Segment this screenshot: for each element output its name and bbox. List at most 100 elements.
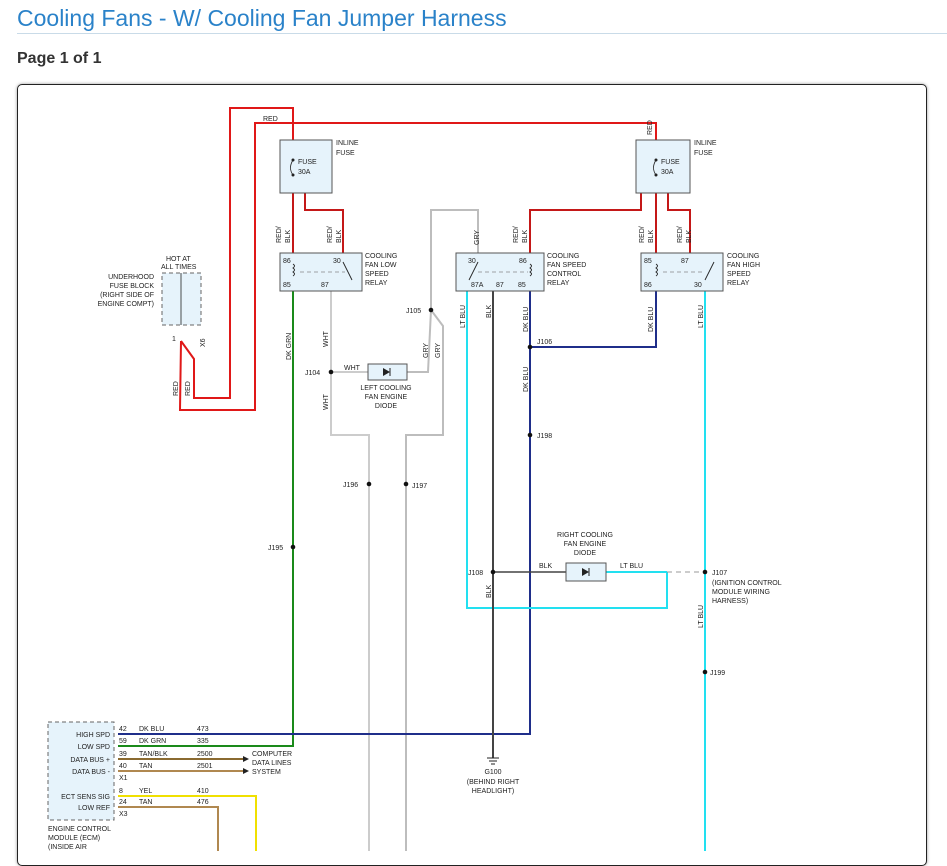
ecm-box: [47, 721, 115, 821]
inline-fuse-left: [279, 139, 333, 194]
wire-label-red-top: RED: [263, 116, 278, 123]
fuse-block-label-1: HOT AT: [166, 256, 191, 263]
ecm-desc-3: (INSIDE AIR: [48, 844, 87, 851]
computer-lines-desc-1: COMPUTER: [252, 751, 292, 758]
fuse-block-desc-4: ENGINE COMPT): [98, 301, 154, 308]
ecm-pin-40: 40: [119, 763, 127, 770]
wire-label-blk-2: BLK: [486, 584, 493, 598]
ecm-pin-39: 39: [119, 751, 127, 758]
ecm-pin-label-high-spd: HIGH SPD: [76, 732, 110, 739]
right-diode-desc-3: DIODE: [574, 550, 597, 557]
relay-low-pin-30: 30: [333, 258, 341, 265]
relay-low-pin-86: 86: [283, 258, 291, 265]
ecm-circuit-2500: 2500: [197, 751, 213, 758]
splice-j195: [290, 544, 296, 550]
right-diode-desc-1: RIGHT COOLING: [557, 532, 613, 539]
fuse-left-desc-1: INLINE: [336, 140, 359, 147]
wire-label-red-fb-1: RED: [173, 381, 180, 396]
wire-red-blk-ctrl: [529, 190, 642, 253]
ecm-wire-color-40: TAN: [139, 763, 152, 770]
wire-dk-blu-a: [118, 290, 531, 735]
fuse-left-label: FUSE: [298, 159, 317, 166]
fuse-right-desc-2: FUSE: [694, 150, 713, 157]
splice-j196: [366, 481, 372, 487]
wire-label-ltblu-1: LT BLU: [460, 305, 467, 328]
wire-label-redblk-2b: BLK: [336, 229, 343, 243]
splice-j105: [428, 307, 434, 313]
arrow-data-minus: [243, 768, 249, 774]
ecm-circuit-2501: 2501: [197, 763, 213, 770]
wire-label-dkgrn: DK GRN: [286, 333, 293, 360]
wire-gry-c: [406, 309, 432, 373]
left-diode-desc-1: LEFT COOLING: [360, 385, 411, 392]
wire-label-redblk-5b: BLK: [686, 229, 693, 243]
fuse-block-desc-3: (RIGHT SIDE OF: [100, 292, 154, 299]
wire-lt-blu-a: [466, 290, 668, 609]
wire-label-wht-1: WHT: [323, 330, 330, 347]
fuse-block: [161, 272, 202, 326]
fuse-block-desc-2: FUSE BLOCK: [110, 283, 155, 290]
ecm-conn-x3: X3: [119, 811, 128, 818]
wire-label-redblk-1b: BLK: [285, 229, 292, 243]
relay-ctrl-desc-4: RELAY: [547, 280, 570, 287]
splice-j107-desc-1: (IGNITION CONTROL: [712, 580, 782, 587]
right-diode-desc-2: FAN ENGINE: [564, 541, 607, 548]
right-diode-ltblu-label: LT BLU: [620, 563, 643, 570]
relay-ctrl-desc-3: CONTROL: [547, 271, 581, 278]
ecm-pin-label-low-ref: LOW REF: [78, 805, 110, 812]
splice-j197-label: J197: [412, 483, 427, 490]
ecm-pin-label-data-minus: DATA BUS -: [72, 769, 111, 776]
splice-j199-label: J199: [710, 670, 725, 677]
splice-j197: [403, 481, 409, 487]
fuse-block-desc-1: UNDERHOOD: [108, 274, 154, 281]
relay-high-pin-87: 87: [681, 258, 689, 265]
wire-label-redblk-2a: RED/: [327, 226, 334, 243]
ecm-circuit-473: 473: [197, 726, 209, 733]
fuse-block-label-2: ALL TIMES: [161, 264, 197, 271]
relay-low-desc-4: RELAY: [365, 280, 388, 287]
title-divider: [17, 33, 947, 34]
wire-label-gry-top: GRY: [474, 230, 481, 245]
ecm-pin-label-ect: ECT SENS SIG: [61, 794, 110, 801]
left-diode-wire-label: WHT: [344, 365, 361, 372]
relay-high-pin-30: 30: [694, 282, 702, 289]
wire-gry-a: [430, 209, 479, 310]
relay-high-pin-85: 85: [644, 258, 652, 265]
ground-desc-2: HEADLIGHT): [472, 788, 514, 795]
inline-fuse-right: [635, 139, 691, 194]
splice-j106-label: J106: [537, 339, 552, 346]
ecm-pin-59: 59: [119, 738, 127, 745]
computer-lines-desc-2: DATA LINES: [252, 760, 292, 767]
wire-tan-lowref: [118, 806, 219, 851]
fuse-left-desc-2: FUSE: [336, 150, 355, 157]
relay-ctrl-desc-2: FAN SPEED: [547, 262, 586, 269]
splice-j198: [527, 432, 533, 438]
fuse-block-conn: X6: [200, 338, 207, 347]
ground-desc-1: (BEHIND RIGHT: [467, 779, 520, 786]
ecm-circuit-335: 335: [197, 738, 209, 745]
wire-red-feed-1: [180, 107, 294, 399]
wire-label-red-fb-2: RED: [185, 381, 192, 396]
relay-ctrl-pin-87a: 87A: [471, 282, 484, 289]
ecm-pin-42: 42: [119, 726, 127, 733]
fuse-right-desc-1: INLINE: [694, 140, 717, 147]
fuse-right-label: FUSE: [661, 159, 680, 166]
ecm-pin-24: 24: [119, 799, 127, 806]
relay-high-desc-1: COOLING: [727, 253, 759, 260]
relay-low-pin-87: 87: [321, 282, 329, 289]
splice-j196-label: J196: [343, 482, 358, 489]
relay-ctrl-pin-87: 87: [496, 282, 504, 289]
ecm-pin-label-data-plus: DATA BUS +: [70, 757, 110, 764]
ecm-conn-x1: X1: [119, 775, 128, 782]
ecm-desc-1: ENGINE CONTROL: [48, 826, 111, 833]
relay-high-desc-2: FAN HIGH: [727, 262, 760, 269]
relay-low-desc-2: FAN LOW: [365, 262, 397, 269]
splice-j105-label: J105: [406, 308, 421, 315]
splice-j104: [328, 369, 334, 375]
relay-ctrl-desc-1: COOLING: [547, 253, 579, 260]
relay-high-pin-86: 86: [644, 282, 652, 289]
wire-label-redblk-3a: RED/: [513, 226, 520, 243]
ecm-wire-color-42: DK BLU: [139, 726, 164, 733]
ground-name: G100: [484, 769, 501, 776]
relay-ctrl-pin-86: 86: [519, 258, 527, 265]
